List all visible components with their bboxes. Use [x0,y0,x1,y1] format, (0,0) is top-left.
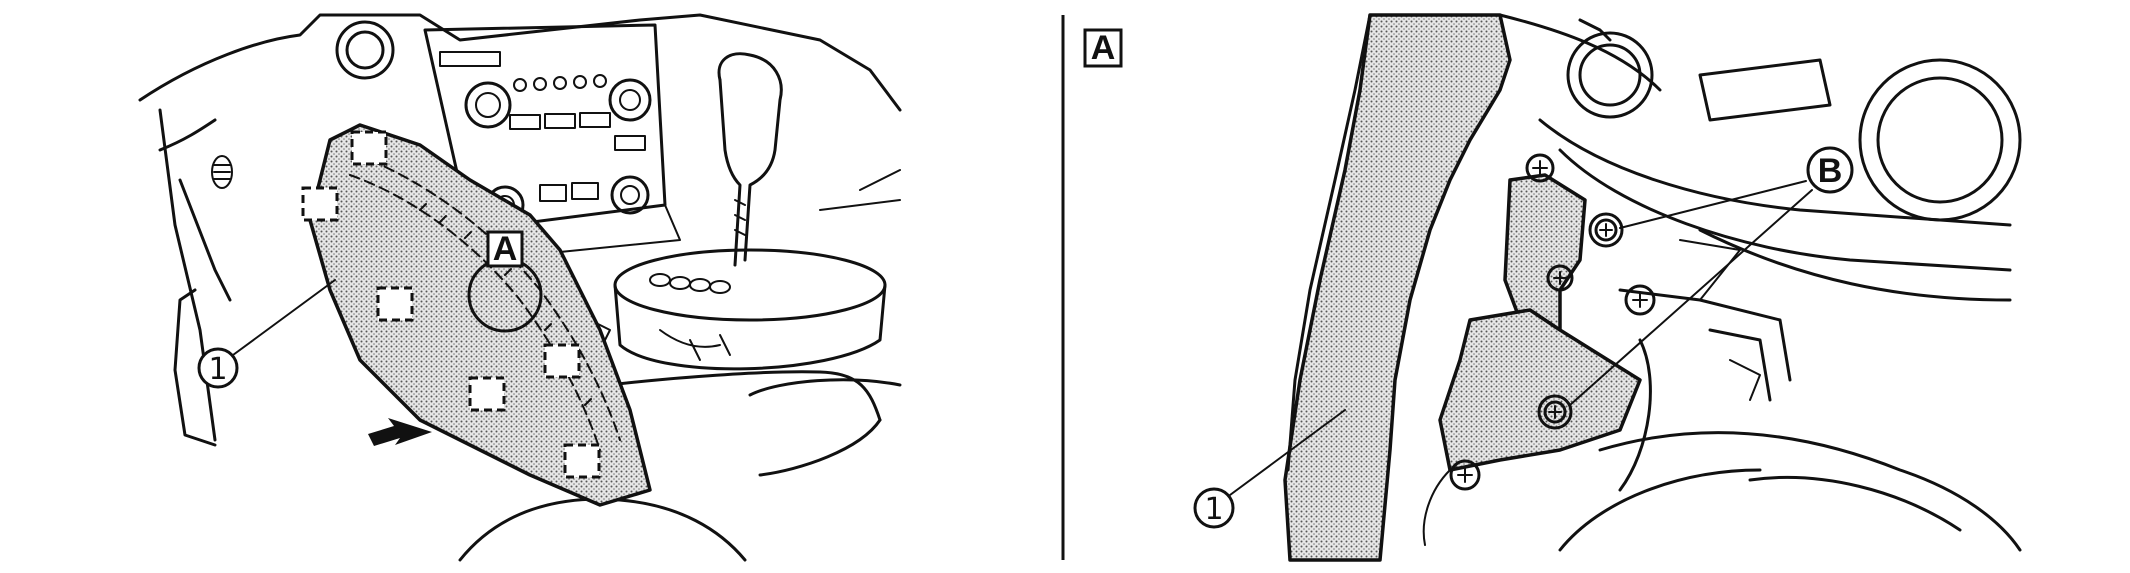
side-vent [211,155,233,189]
lower-cluster-lid-panel [308,123,652,507]
dashed-square-icon [301,186,339,222]
part-callout-label: 1 [208,352,227,387]
screw-icon [1449,459,1481,491]
part-callout-1-detail: 1 [1193,487,1235,529]
dashed-square-icon [543,343,581,379]
detail-vent-ring [1858,58,2022,222]
detail-frame-label: A [1083,28,1123,68]
detail-marker-a: A [486,230,524,268]
detail-view-a: A [1083,13,2022,562]
dashed-square-icon [468,376,506,412]
screw-icon [1525,153,1555,183]
shift-lever [717,52,783,267]
detail-frame-text: A [1091,29,1116,67]
screw-icon [1546,264,1574,292]
screw-callout-b: B [1806,146,1854,194]
arrow-icon [368,418,432,446]
dashed-square-icon [376,286,414,322]
hazard-knob [335,20,395,80]
clip-locations [301,130,601,479]
part-callout-1: 1 [197,347,239,389]
detail-panel [1283,13,1512,562]
part-callout-label-detail: 1 [1204,492,1223,527]
screw-callout-label: B [1818,152,1843,190]
detail-knob [1566,31,1654,119]
screw-icon [1537,394,1573,430]
dashed-square-icon [563,443,601,479]
preset-buttons [509,74,646,151]
overview-illustration: A 1 [138,13,902,562]
screw-icon [1588,212,1624,248]
detail-marker-label: A [493,230,518,268]
shift-console [579,248,887,371]
screw-icon [1624,284,1656,316]
dashed-square-icon [350,130,388,166]
